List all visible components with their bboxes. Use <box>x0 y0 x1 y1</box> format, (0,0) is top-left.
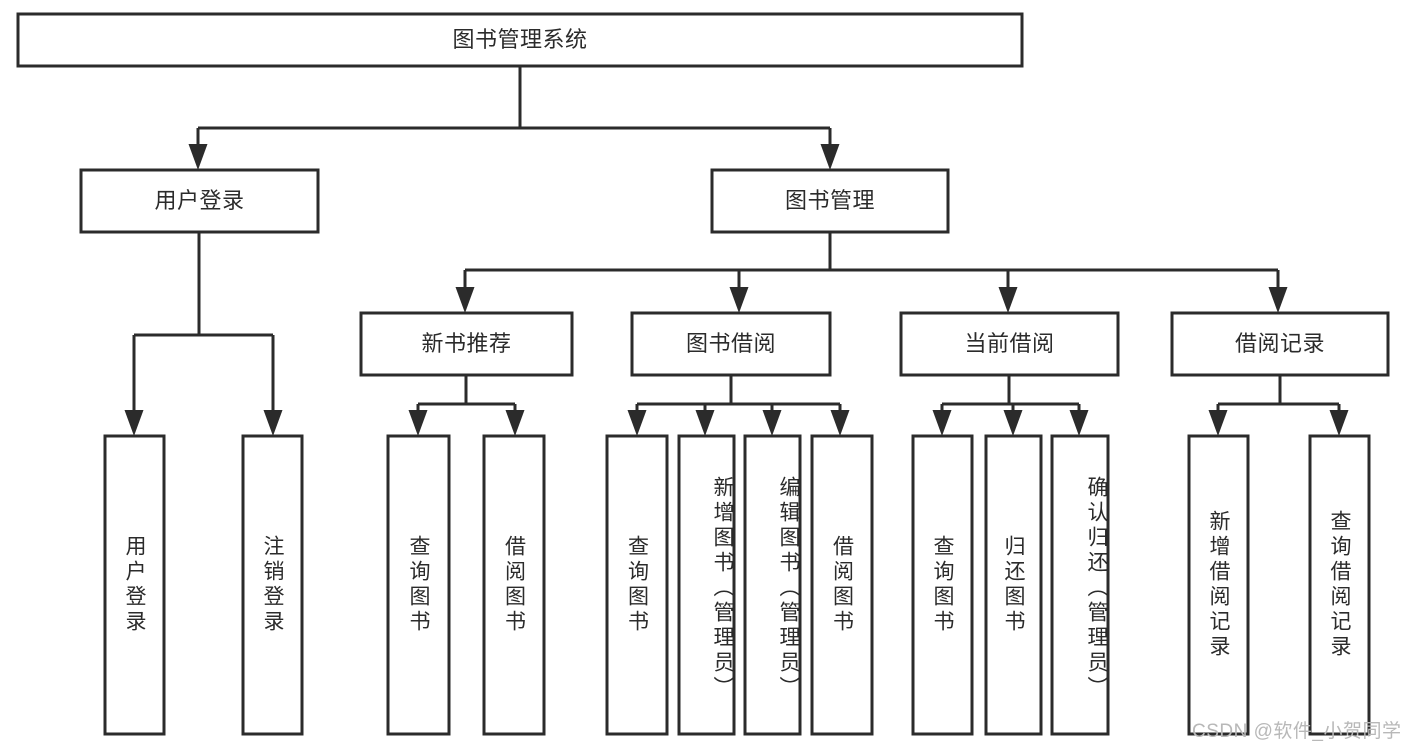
arrowhead-icon <box>1003 410 1023 436</box>
node-leaf-8[interactable] <box>911 434 974 736</box>
node-leaf-3[interactable] <box>482 434 546 736</box>
connector-layer <box>124 66 1349 436</box>
node-leaf-9[interactable] <box>984 434 1043 736</box>
node-leaf-0[interactable] <box>103 434 166 736</box>
arrowhead-icon <box>820 144 840 170</box>
node-level2-1[interactable] <box>710 168 950 234</box>
arrowhead-icon <box>1268 287 1288 313</box>
arrowhead-icon <box>408 410 428 436</box>
arrowhead-icon <box>263 410 283 436</box>
node-level3-0[interactable] <box>359 311 574 377</box>
node-level3-2[interactable] <box>899 311 1120 377</box>
node-layer <box>16 12 1390 736</box>
node-leaf-5[interactable] <box>677 434 736 736</box>
arrowhead-icon <box>188 144 208 170</box>
arrowhead-icon <box>998 287 1018 313</box>
arrowhead-icon <box>1208 410 1228 436</box>
node-leaf-4[interactable] <box>605 434 669 736</box>
node-leaf-12[interactable] <box>1308 434 1371 736</box>
arrowhead-icon <box>762 410 782 436</box>
node-title[interactable] <box>16 12 1024 68</box>
node-leaf-10[interactable] <box>1050 434 1110 736</box>
arrowhead-icon <box>932 410 952 436</box>
node-level2-0[interactable] <box>79 168 320 234</box>
arrowhead-icon <box>1069 410 1089 436</box>
arrowhead-icon <box>1329 410 1349 436</box>
node-leaf-2[interactable] <box>386 434 451 736</box>
arrowhead-icon <box>695 410 715 436</box>
arrowhead-icon <box>627 410 647 436</box>
arrowhead-icon <box>505 410 525 436</box>
node-leaf-7[interactable] <box>810 434 874 736</box>
node-level3-3[interactable] <box>1170 311 1390 377</box>
arrowhead-icon <box>830 410 850 436</box>
node-level3-1[interactable] <box>630 311 832 377</box>
node-leaf-6[interactable] <box>743 434 802 736</box>
arrowhead-icon <box>729 287 749 313</box>
arrowhead-icon <box>455 287 475 313</box>
arrowhead-icon <box>124 410 144 436</box>
node-leaf-11[interactable] <box>1187 434 1250 736</box>
node-leaf-1[interactable] <box>241 434 304 736</box>
